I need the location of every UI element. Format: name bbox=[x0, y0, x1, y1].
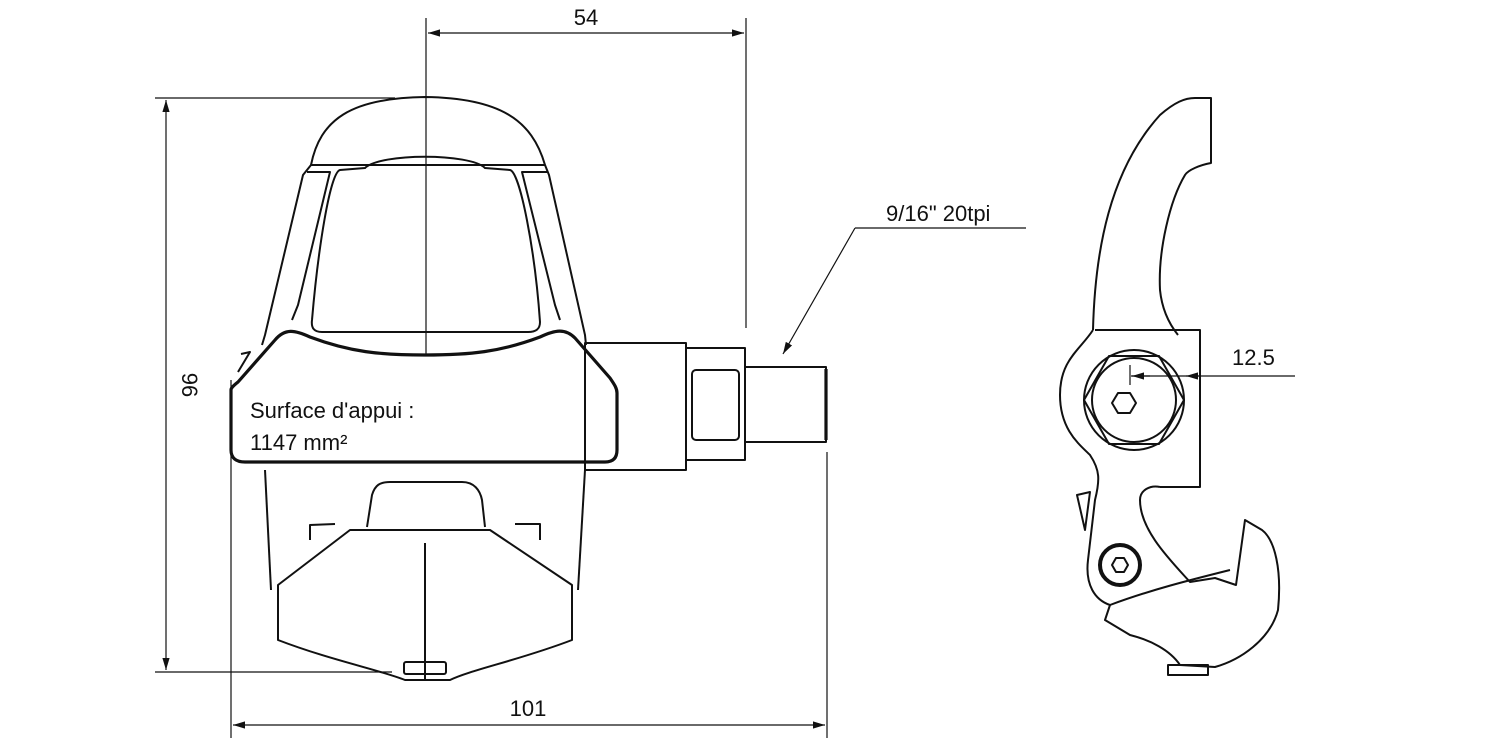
pedal-body-section bbox=[1095, 329, 1201, 488]
right-wing-inner bbox=[521, 171, 561, 321]
dimension-54-label: 54 bbox=[574, 5, 598, 30]
spindle-nut bbox=[685, 347, 746, 461]
spring-bolt bbox=[1098, 543, 1142, 587]
spring-plate bbox=[1109, 569, 1231, 606]
pedal-top-view: Surface d'appui : 1147 mm² bbox=[229, 96, 828, 681]
axle-hex-nut bbox=[1083, 355, 1185, 445]
surface-label-line2: 1147 mm² bbox=[250, 430, 347, 455]
dimension-101-label: 101 bbox=[510, 696, 547, 721]
side-cleat-nub bbox=[1167, 664, 1209, 676]
body-left-edge bbox=[261, 164, 312, 346]
dimension-96: 96 bbox=[155, 97, 395, 673]
axle-inner-ring bbox=[1091, 357, 1177, 443]
thread-callout: 9/16" 20tpi bbox=[782, 201, 1026, 355]
cleat-bump bbox=[366, 481, 486, 528]
thread-label: 9/16" 20tpi bbox=[886, 201, 990, 226]
cleat-nub bbox=[403, 661, 447, 675]
leader-arrow bbox=[782, 227, 856, 355]
cleat-tab-right bbox=[515, 523, 541, 540]
body-lower-left bbox=[264, 469, 272, 591]
dimension-96-label: 96 bbox=[177, 373, 202, 397]
hex-socket-icon bbox=[1111, 392, 1137, 414]
dimension-54: 54 bbox=[425, 5, 747, 355]
cleat-tab-left bbox=[309, 523, 336, 540]
hook-top bbox=[1092, 97, 1212, 336]
spindle-flat bbox=[691, 369, 740, 441]
dimension-12-5-label: 12.5 bbox=[1232, 345, 1275, 370]
pedal-window bbox=[310, 155, 541, 333]
cleat-body bbox=[277, 529, 573, 681]
pedal-nose-cap bbox=[310, 96, 546, 166]
surface-label-line1: Surface d'appui : bbox=[250, 398, 414, 423]
contact-surface bbox=[229, 329, 619, 464]
hook-lower bbox=[1059, 329, 1281, 668]
bolt-hex-socket-icon bbox=[1111, 557, 1129, 573]
spindle-thread bbox=[744, 366, 827, 443]
left-wing-inner bbox=[291, 171, 331, 321]
body-right-edge bbox=[544, 164, 587, 346]
tension-tab bbox=[1076, 491, 1091, 531]
pedal-side-view: 12.5 bbox=[1059, 97, 1295, 676]
spindle-housing bbox=[584, 342, 687, 471]
surface-lip-left bbox=[237, 351, 251, 373]
body-lower-right bbox=[577, 469, 586, 591]
